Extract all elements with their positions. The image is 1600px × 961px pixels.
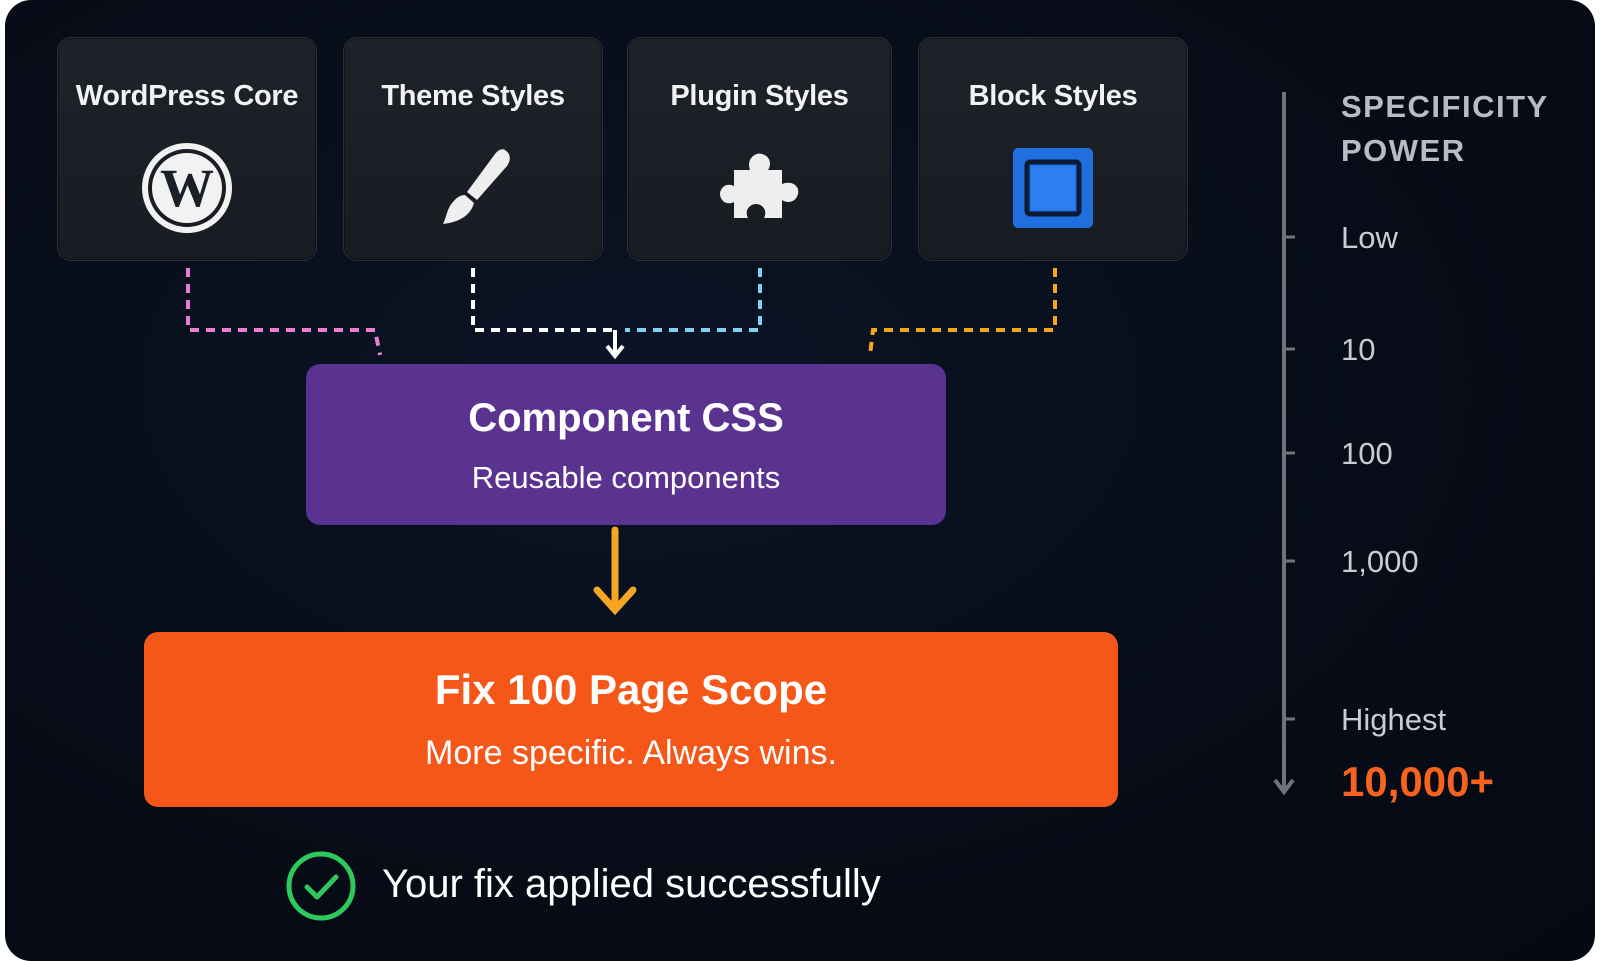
connector-theme-styles bbox=[471, 268, 615, 332]
puzzle-piece-icon bbox=[712, 140, 808, 236]
source-card-plugin-styles: Plugin Styles bbox=[627, 37, 892, 261]
component-css-subtitle: Reusable components bbox=[471, 460, 781, 495]
scale-axis bbox=[1273, 92, 1295, 796]
source-card-title: Block Styles bbox=[968, 80, 1138, 112]
merge-arrow bbox=[605, 330, 625, 360]
component-css-box: Component CSS Reusable components bbox=[306, 364, 946, 525]
check-circle-icon bbox=[286, 851, 356, 921]
block-square-icon bbox=[1005, 140, 1101, 236]
scale-title-line1: SPECIFICITY bbox=[1341, 89, 1549, 124]
scale-label-1000: 1,000 bbox=[1341, 544, 1419, 579]
scale-label-10: 10 bbox=[1341, 332, 1376, 367]
scale-title: SPECIFICITY POWER bbox=[1341, 85, 1549, 173]
wordpress-icon: W bbox=[139, 140, 235, 236]
fix-subtitle: More specific. Always wins. bbox=[425, 734, 837, 772]
svg-text:W: W bbox=[160, 158, 214, 218]
scale-title-line2: POWER bbox=[1341, 133, 1466, 168]
success-message: Your fix applied successfully bbox=[382, 862, 881, 906]
component-css-title: Component CSS bbox=[468, 396, 784, 440]
source-card-block-styles: Block Styles bbox=[918, 37, 1188, 261]
source-card-title: Theme Styles bbox=[381, 80, 565, 112]
paintbrush-icon bbox=[425, 140, 521, 236]
fix-page-scope-box: Fix 100 Page Scope More specific. Always… bbox=[144, 632, 1118, 807]
scale-max-value: 10,000+ bbox=[1341, 758, 1494, 805]
scale-label-highest: Highest bbox=[1341, 702, 1447, 737]
connector-block-styles bbox=[868, 268, 1057, 356]
source-card-theme-styles: Theme Styles bbox=[343, 37, 603, 261]
scale-label-low: Low bbox=[1341, 220, 1398, 255]
source-card-title: Plugin Styles bbox=[670, 80, 849, 112]
fix-title: Fix 100 Page Scope bbox=[434, 666, 828, 713]
connector-wordpress-core bbox=[186, 268, 382, 356]
source-card-title: WordPress Core bbox=[75, 80, 299, 112]
scale-label-100: 100 bbox=[1341, 436, 1393, 471]
diagram-panel: WordPress Core W Theme Styles Plugin Sty… bbox=[5, 0, 1595, 961]
connector-plugin-styles bbox=[625, 268, 762, 332]
source-card-wordpress-core: WordPress Core W bbox=[57, 37, 317, 261]
down-arrow-icon bbox=[593, 526, 637, 616]
